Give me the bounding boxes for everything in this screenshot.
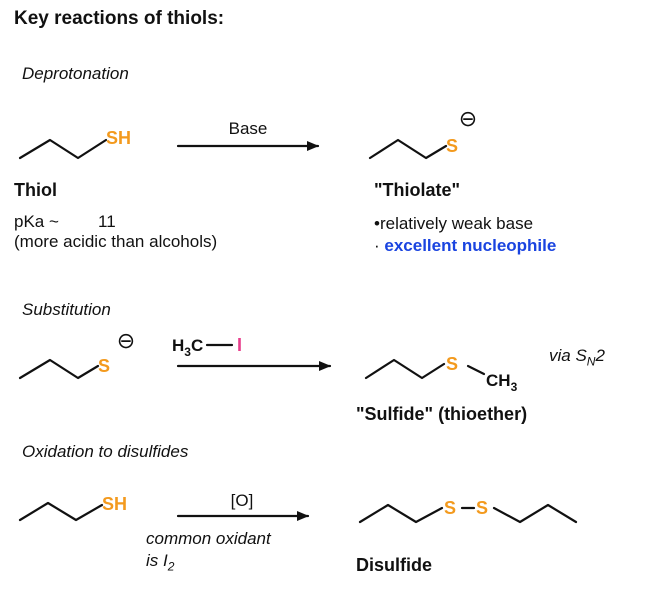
thiol-label: Thiol bbox=[14, 180, 57, 200]
sulfide-label: "Sulfide" (thioether) bbox=[356, 404, 528, 424]
thiolate-chain bbox=[368, 138, 448, 160]
deprotonation-heading: Deprotonation bbox=[22, 64, 129, 83]
base-reagent: Base bbox=[229, 119, 268, 138]
thiolate-s-atom: S bbox=[446, 136, 458, 156]
sulfide-chain bbox=[364, 358, 446, 380]
oxidation-heading: Oxidation to disulfides bbox=[22, 442, 189, 461]
disulfide-s-atom-1: S bbox=[444, 498, 456, 518]
oxidant-note-line1: common oxidant bbox=[146, 529, 271, 548]
thiol-sh-atom: SH bbox=[106, 128, 131, 148]
sulfide-s-atom: S bbox=[446, 354, 458, 374]
negative-charge-icon: ⊖ bbox=[459, 106, 477, 131]
thiolate-label: "Thiolate" bbox=[374, 180, 461, 200]
oxidant-reagent: [O] bbox=[231, 491, 254, 510]
thiolate-s-atom-2: S bbox=[98, 356, 110, 376]
methyl-group: CH3 bbox=[486, 371, 518, 394]
disulfide-left-chain bbox=[358, 503, 444, 524]
substitution-heading: Substitution bbox=[22, 300, 111, 319]
disulfide-s-atom-2: S bbox=[476, 498, 488, 518]
pka-label: pKa ~ bbox=[14, 212, 59, 231]
nucleophile-emphasis: excellent nucleophile bbox=[384, 236, 557, 255]
disulfide-right-chain bbox=[492, 503, 578, 524]
iodine-atom: I bbox=[237, 335, 242, 355]
mechanism-note: via SN2 bbox=[549, 346, 605, 369]
oxidation-thiol-sh-atom: SH bbox=[102, 494, 127, 514]
s-ch3-bond bbox=[466, 364, 486, 376]
disulfide-reactant-chain bbox=[18, 501, 104, 522]
bullet-nucleophile: · excellent nucleophile bbox=[374, 236, 557, 255]
acidity-note: (more acidic than alcohols) bbox=[14, 232, 218, 251]
bullet-weak-base: •relatively weak base bbox=[374, 214, 534, 233]
thiol-chain bbox=[18, 138, 108, 160]
thiolate-chain-2 bbox=[18, 358, 100, 380]
disulfide-label: Disulfide bbox=[356, 555, 433, 575]
methyl-iodide-reagent: H3C bbox=[172, 336, 203, 359]
oxidant-note-line2: is I2 bbox=[146, 551, 175, 574]
pka-value: 11 bbox=[98, 212, 116, 231]
negative-charge-icon-2: ⊖ bbox=[117, 328, 135, 353]
page-title: Key reactions of thiols: bbox=[14, 8, 225, 29]
